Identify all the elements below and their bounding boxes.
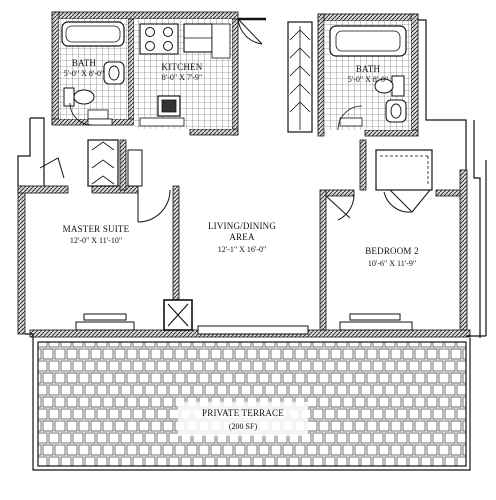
bathtub-left — [61, 21, 125, 47]
bath-left-label: BATH — [72, 58, 97, 68]
bedroom-2-label: BEDROOM 2 — [365, 246, 419, 256]
terrace-label: PRIVATE TERRACE — [202, 408, 284, 418]
door-swings — [75, 189, 431, 335]
closets — [39, 139, 433, 191]
bath-right: BATH 5'-0" X 8'-0" — [324, 21, 411, 131]
bedroom-2: BEDROOM 2 10'-6" X 11'-9" — [365, 246, 419, 268]
sink-right — [385, 99, 407, 123]
bath-right-dims: 5'-0" X 8'-0" — [348, 75, 389, 84]
master-suite: MASTER SUITE 12'-0" X 11'-10" — [63, 224, 130, 245]
bedroom-2-dims: 10'-6" X 11'-9" — [368, 259, 416, 268]
living-dining-label-2: AREA — [229, 232, 255, 242]
bathtub-right — [329, 25, 407, 57]
living-dining-dims: 12'-1" X 16'-0" — [218, 245, 267, 254]
living-dining-label: LIVING/DINING — [208, 221, 276, 231]
entry-hall — [237, 17, 313, 133]
living-dining: LIVING/DINING AREA 12'-1" X 16'-0" — [208, 221, 276, 254]
kitchen-dims: 8'-0" X 7'-9" — [162, 73, 203, 82]
exterior-outline — [17, 19, 487, 471]
master-suite-label: MASTER SUITE — [63, 224, 130, 234]
toilet-right — [374, 75, 405, 97]
mechanical-shaft — [163, 299, 193, 331]
kitchen: KITCHEN 8'-0" X 7'-9" — [134, 19, 232, 129]
kitchen-label: KITCHEN — [162, 62, 203, 72]
toilet-left — [63, 87, 95, 107]
sink-left — [103, 61, 125, 85]
bath-right-label: BATH — [356, 64, 381, 74]
bath-left: BATH 5'-0" X 8'-0" — [59, 19, 128, 126]
master-suite-dims: 12'-0" X 11'-10" — [70, 236, 122, 245]
terrace-area: (200 SF) — [229, 422, 258, 431]
stove — [139, 23, 179, 55]
bath-left-dims: 5'-0" X 8'-0" — [64, 69, 105, 78]
private-terrace: PRIVATE TERRACE (200 SF) — [37, 341, 467, 467]
